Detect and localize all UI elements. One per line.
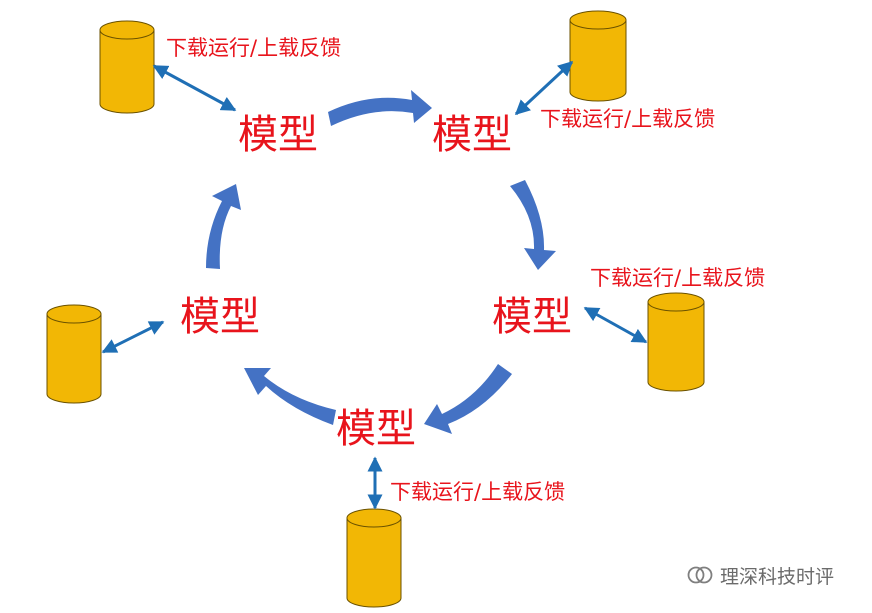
link-arrows [101,60,648,510]
cycle-arrow-right-to-bottom [424,364,512,434]
cycle-arrow-left-to-top-left [206,184,241,269]
cycle-arrow-bottom-to-left [244,368,336,425]
wechat-official-account-icon [687,566,713,584]
model-node-left: 模型 [180,294,260,340]
edge-label-bottom: 下载运行/上载反馈 [390,480,566,504]
link-arrow-right [583,306,648,344]
database-cylinder-top-right [569,10,627,102]
model-node-top-right: 模型 [432,112,512,158]
database-cylinders [46,10,705,608]
model-node-top-left: 模型 [238,112,318,158]
watermark-text: 理深科技时评 [720,565,835,588]
model-node-bottom: 模型 [336,406,416,452]
database-cylinder-top-left [99,20,155,114]
link-arrow-top-left [152,64,237,112]
link-arrow-left [101,320,165,354]
cycle-arrow-top-left-to-top-right [328,90,432,126]
database-cylinder-bottom [346,508,402,608]
cycle-arrow-top-right-to-right [510,180,556,270]
database-cylinder-left [46,304,102,404]
link-arrow-top-right [514,60,574,116]
edge-label-top-right: 下载运行/上载反馈 [540,107,716,131]
watermark: 理深科技时评 [686,561,834,589]
edge-label-right: 下载运行/上载反馈 [590,266,766,290]
model-node-right: 模型 [492,294,572,340]
database-cylinder-right [647,292,705,392]
edge-label-top-left: 下载运行/上载反馈 [166,36,342,60]
cycle-arrows [206,90,556,434]
